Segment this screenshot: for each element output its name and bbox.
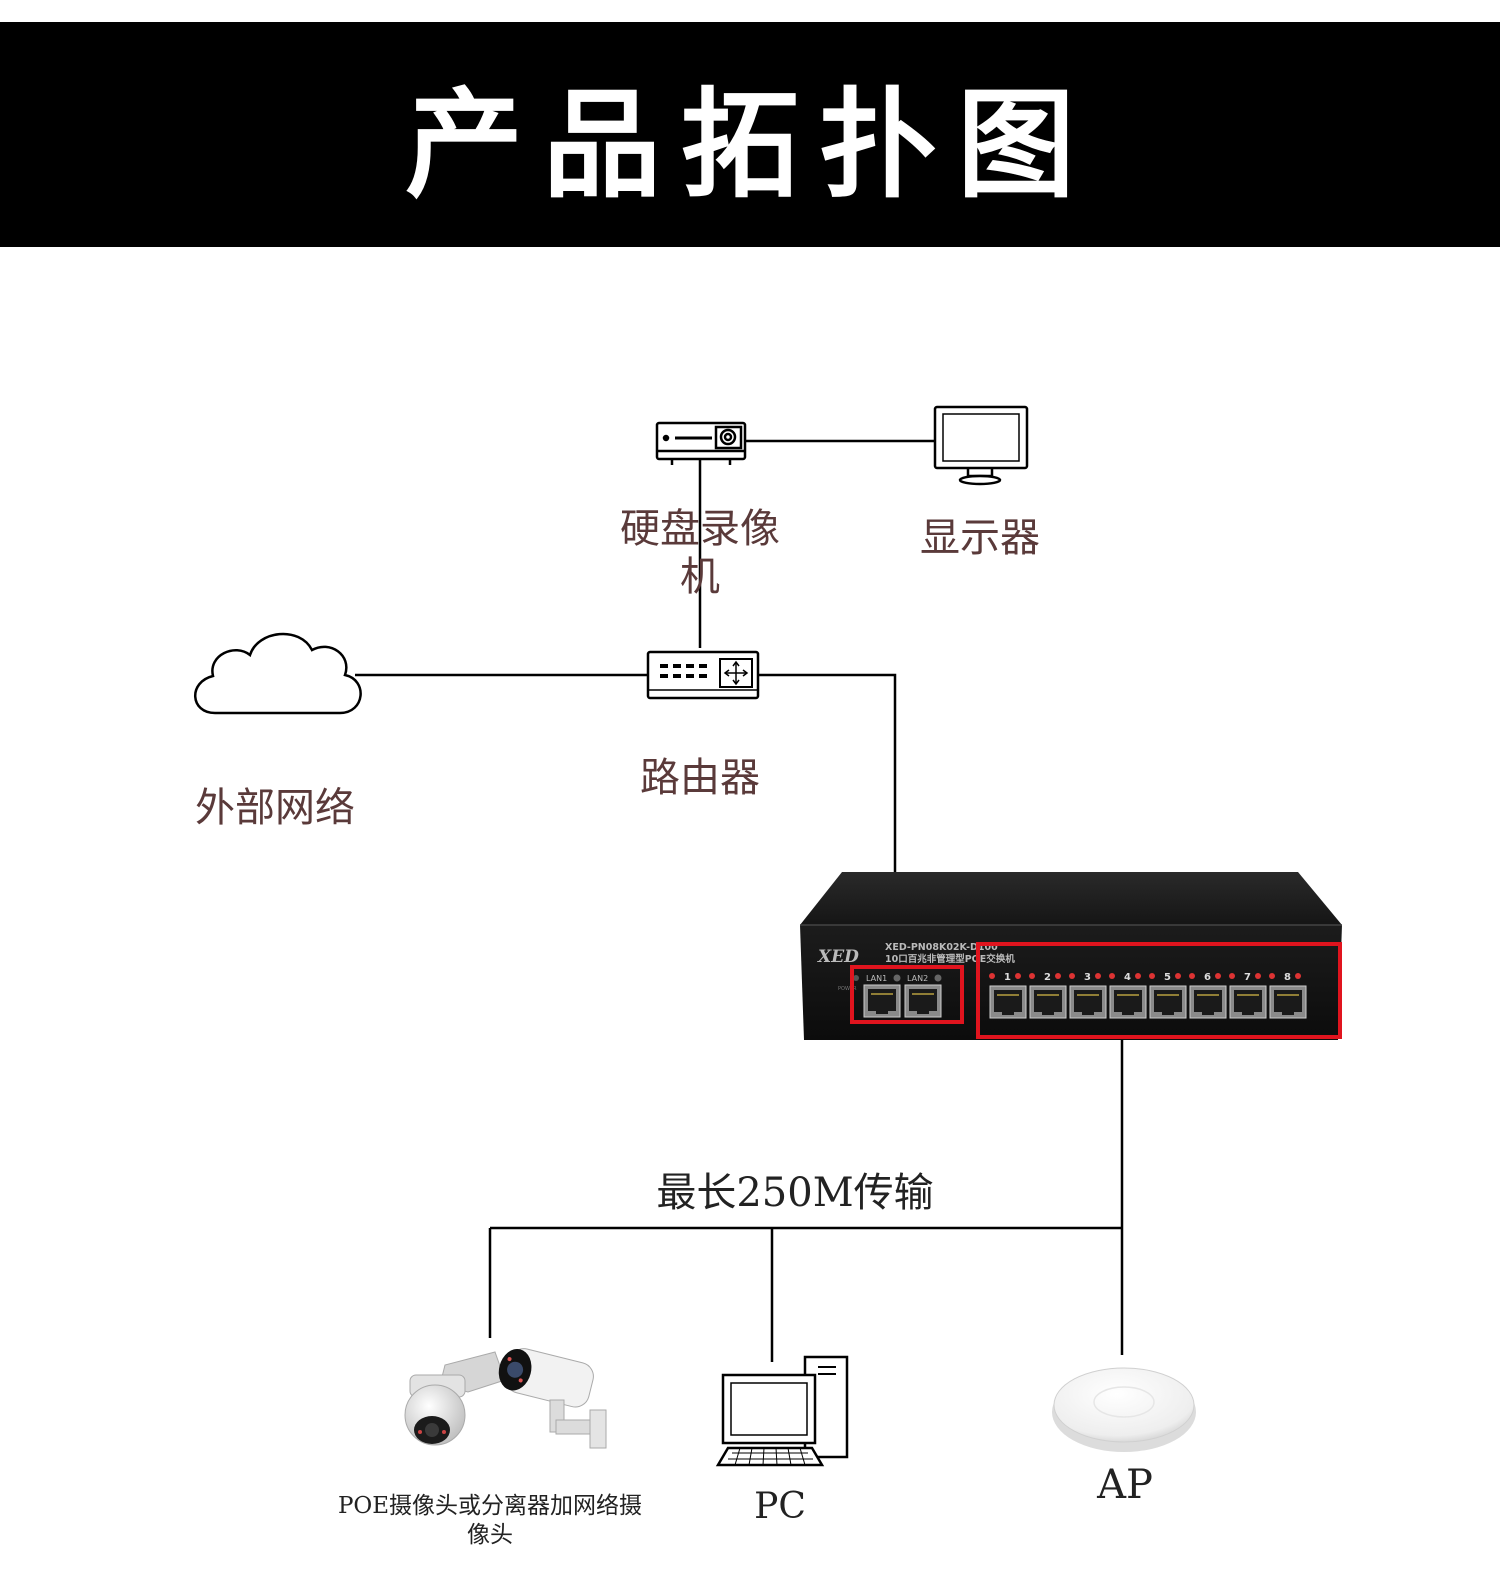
- poe-port-number: 4: [1124, 972, 1131, 983]
- poe-port: [1069, 985, 1107, 1019]
- distance-annotation: 最长250M传输: [656, 1170, 934, 1216]
- poe-port-number: 5: [1164, 972, 1171, 983]
- ip-camera-icon: [404, 1348, 607, 1449]
- poe-led: [1069, 973, 1075, 979]
- poe-led: [1269, 973, 1275, 979]
- poe-port: [1229, 985, 1267, 1019]
- uplink-led: [934, 974, 942, 982]
- uplink-port: [904, 984, 942, 1018]
- pc-icon: [715, 1355, 849, 1467]
- uplink-port-label: LAN1: [866, 974, 887, 983]
- poe-port-labels: 1 2 3 4 5 6 7 8: [989, 972, 1301, 983]
- poe-led: [989, 973, 995, 979]
- poe-port-number: 1: [1004, 972, 1011, 983]
- poe-led: [1095, 973, 1101, 979]
- poe-switch-icon: XED XED-PN08K02K-D100 10口百兆非管理型POE交换机 PO…: [800, 872, 1342, 1040]
- poe-port: [1189, 985, 1227, 1019]
- poe-led: [1295, 973, 1301, 979]
- ap-label: AP: [1097, 1462, 1153, 1508]
- poe-led: [1029, 973, 1035, 979]
- uplink-port-labels: LAN1 LAN2: [866, 974, 942, 983]
- poe-port-number: 2: [1044, 972, 1051, 983]
- poe-led: [1189, 973, 1195, 979]
- poe-led: [1255, 973, 1261, 979]
- poe-port: [1109, 985, 1147, 1019]
- monitor-label: 显示器: [920, 515, 1040, 561]
- router-icon: [646, 650, 760, 700]
- switch-brand: XED: [817, 947, 859, 967]
- poe-led: [1149, 973, 1155, 979]
- poe-led: [1109, 973, 1115, 979]
- poe-led: [1015, 973, 1021, 979]
- camera-label: POE摄像头或分离器加网络摄 像头: [320, 1492, 660, 1550]
- uplink-port: [863, 984, 901, 1018]
- uplink-ports: [863, 984, 942, 1018]
- uplink-port-label: LAN2: [907, 974, 928, 983]
- camera-label-line2: 像头: [467, 1522, 513, 1548]
- poe-port-number: 3: [1084, 972, 1091, 983]
- switch-subtitle: 10口百兆非管理型POE交换机: [885, 953, 1015, 965]
- cloud-icon: [194, 632, 362, 715]
- poe-port-number: 7: [1244, 972, 1251, 983]
- poe-port-number: 8: [1284, 972, 1291, 983]
- poe-port-number: 6: [1204, 972, 1211, 983]
- poe-led: [1215, 973, 1221, 979]
- poe-led: [1175, 973, 1181, 979]
- monitor-icon: [933, 405, 1029, 486]
- uplink-led: [893, 974, 901, 982]
- dvr-label: 硬盘录像 机: [600, 505, 800, 601]
- poe-port: [1029, 985, 1067, 1019]
- uplink-highlight-box: [850, 965, 964, 1024]
- poe-led: [1229, 973, 1235, 979]
- switch-power-label: POWER: [838, 986, 857, 992]
- router-label: 路由器: [640, 755, 760, 801]
- page-title: 产品拓扑图: [404, 76, 1095, 214]
- dvr-label-line2: 机: [680, 554, 720, 600]
- dvr-icon: [655, 421, 747, 465]
- poe-highlight-box: [976, 942, 1342, 1039]
- poe-ports: [989, 985, 1307, 1019]
- access-point-icon: [1052, 1367, 1196, 1452]
- internet-label: 外部网络: [195, 785, 355, 831]
- header-bar: 产品拓扑图: [0, 22, 1500, 247]
- poe-port: [1149, 985, 1187, 1019]
- poe-led: [1135, 973, 1141, 979]
- switch-model: XED-PN08K02K-D100: [885, 942, 998, 953]
- poe-port: [989, 985, 1027, 1019]
- poe-port: [1269, 985, 1307, 1019]
- pc-label: PC: [754, 1486, 806, 1527]
- poe-led: [1055, 973, 1061, 979]
- dvr-label-line1: 硬盘录像: [620, 506, 780, 552]
- camera-label-line1: POE摄像头或分离器加网络摄: [337, 1493, 643, 1519]
